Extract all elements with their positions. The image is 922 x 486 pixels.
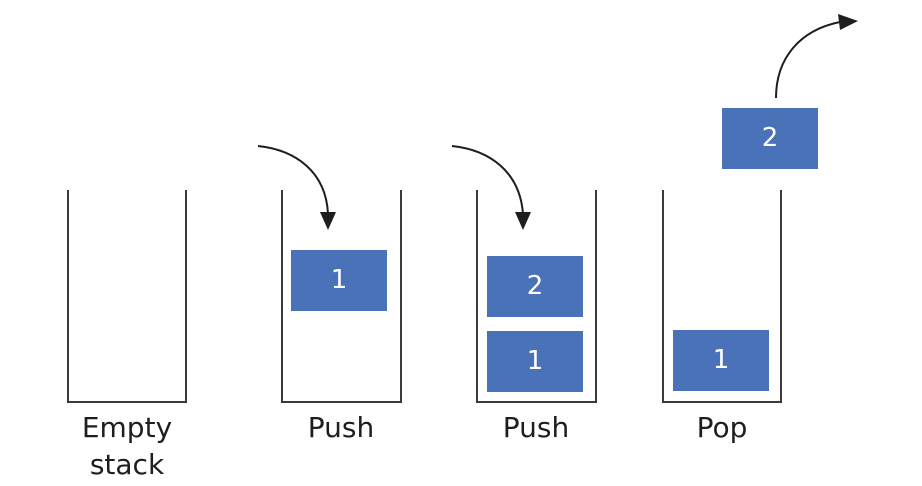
push-arrow-icon (257, 145, 329, 215)
stage-caption: Push (503, 411, 569, 444)
stage-caption: Pop (697, 411, 748, 444)
stack-item (291, 250, 387, 311)
stage-pop: 2 1 Pop (662, 14, 858, 444)
popped-item-label: 2 (762, 123, 779, 153)
stack-container (662, 190, 782, 403)
push-arrow-icon (451, 145, 524, 215)
stack-item-label: 2 (527, 271, 544, 301)
stack-item-label: 1 (713, 345, 730, 375)
stage-caption: Push (308, 411, 374, 444)
stack-container (476, 190, 597, 403)
stack-item (487, 256, 583, 317)
pop-arrow-icon (775, 21, 841, 99)
stack-container (281, 190, 402, 403)
stack-item (673, 330, 769, 391)
stack-item (487, 331, 583, 392)
stage-push-2: 2 1 Push (451, 145, 597, 444)
stage-caption-line-1: Empty (82, 411, 172, 444)
stack-item-label: 1 (331, 265, 348, 295)
popped-item (722, 108, 818, 169)
stage-caption-line-2: stack (90, 448, 165, 481)
stage-empty-stack: Empty stack (67, 190, 187, 481)
arrow-head-icon (515, 212, 531, 230)
stack-item-label: 1 (527, 346, 544, 376)
stack-container (67, 190, 187, 403)
stage-push-1: 1 Push (257, 145, 402, 444)
arrow-head-icon (838, 14, 858, 30)
arrow-head-icon (320, 212, 336, 230)
